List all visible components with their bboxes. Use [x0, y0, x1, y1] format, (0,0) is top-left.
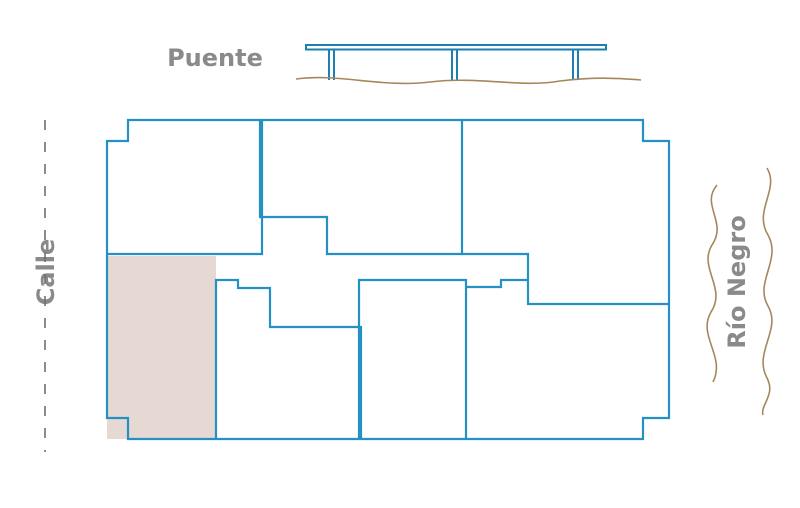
- street-label: Calle: [32, 239, 60, 306]
- highlighted-unit: [107, 256, 216, 439]
- river-wave-left: [706, 184, 718, 383]
- river-bank-under-bridge: [295, 76, 642, 85]
- river-wave-right: [761, 167, 773, 416]
- bridge-drawing: [295, 44, 642, 85]
- river-label: Río Negro: [723, 215, 751, 348]
- bridge-label: Puente: [167, 44, 263, 72]
- building-walls: [105, 118, 671, 441]
